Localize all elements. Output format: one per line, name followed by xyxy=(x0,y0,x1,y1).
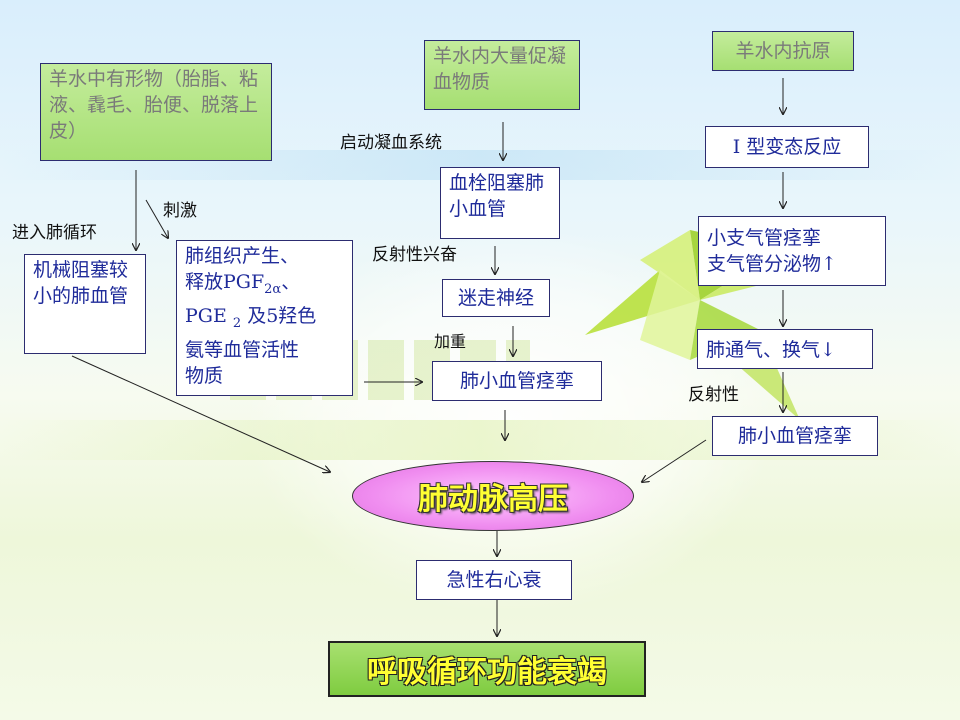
node-text: 羊水中有形物（胎脂、粘液、毳毛、胎便、脱落上皮） xyxy=(49,68,259,142)
node-text: 氨等血管活性 xyxy=(185,338,300,361)
label-activate-coagulation: 启动凝血系统 xyxy=(340,133,442,153)
node-type1-hypersensitivity: Ⅰ 型变态反应 xyxy=(705,126,869,168)
node-text: 呼吸循环功能衰竭 xyxy=(367,655,607,690)
node-text: 释放PGF xyxy=(185,271,265,293)
node-subscript: 2 xyxy=(232,315,242,331)
arrow-mechanical-to-hypertension xyxy=(71,355,330,472)
node-text: 肺小血管痉挛 xyxy=(459,370,574,392)
node-lung-release: 肺组织产生、 释放PGF2α、 PGE 2 及5羟色 氨等血管活性 物质 xyxy=(176,240,353,396)
label-aggravate: 加重 xyxy=(434,332,467,351)
node-text: 物质 xyxy=(185,364,224,387)
node-acute-right-heart-failure: 急性右心衰 xyxy=(416,560,572,600)
node-mechanical-block: 机械阻塞较小的肺血管 xyxy=(24,254,146,354)
node-spasm-middle: 肺小血管痉挛 xyxy=(432,361,602,401)
node-text: 血栓阻塞肺小血管 xyxy=(449,172,545,220)
label-reflex-excite: 反射性兴奋 xyxy=(372,245,457,265)
node-text: 支气管分泌物↑ xyxy=(707,253,837,275)
label-enter-circulation: 进入肺循环 xyxy=(12,223,97,243)
node-text: PGE xyxy=(185,304,233,327)
node-amniotic-particles: 羊水中有形物（胎脂、粘液、毳毛、胎便、脱落上皮） xyxy=(40,63,272,161)
node-bronchospasm: 小支气管痉挛 支气管分泌物↑ xyxy=(698,216,886,286)
node-text: 肺动脉高压 xyxy=(418,482,568,517)
node-text: Ⅰ 型变态反应 xyxy=(732,136,842,158)
node-text: 肺小血管痉挛 xyxy=(737,425,852,447)
label-stimulate: 刺激 xyxy=(163,201,197,221)
node-procoagulant: 羊水内大量促凝血物质 xyxy=(424,40,580,110)
node-text: 羊水内抗原 xyxy=(735,40,831,62)
node-text: 肺组织产生、 xyxy=(185,245,300,267)
node-vagus: 迷走神经 xyxy=(442,279,550,317)
node-text: 机械阻塞较小的肺血管 xyxy=(33,259,129,307)
node-text: 急性右心衰 xyxy=(446,569,542,591)
node-pulmonary-hypertension: 肺动脉高压 xyxy=(352,461,634,531)
arrow-spasm-right-to-hypertension xyxy=(642,439,707,482)
node-ventilation: 肺通气、换气↓ xyxy=(697,329,873,369)
node-text: 及5羟色 xyxy=(241,304,317,327)
node-subscript: 2α xyxy=(264,281,282,297)
arrow-particles-to-lung-release xyxy=(145,199,168,238)
node-text: 、 xyxy=(281,271,301,293)
node-thrombus: 血栓阻塞肺小血管 xyxy=(440,167,560,239)
node-text: 迷走神经 xyxy=(457,287,534,309)
node-spasm-right: 肺小血管痉挛 xyxy=(712,416,878,456)
label-reflexive: 反射性 xyxy=(688,385,739,405)
node-respiratory-circulatory-failure: 呼吸循环功能衰竭 xyxy=(328,641,646,697)
node-text: 小支气管痉挛 xyxy=(707,227,822,249)
node-antigen: 羊水内抗原 xyxy=(712,31,854,71)
node-text: 肺通气、换气↓ xyxy=(706,339,836,361)
node-text: 羊水内大量促凝血物质 xyxy=(433,45,567,93)
